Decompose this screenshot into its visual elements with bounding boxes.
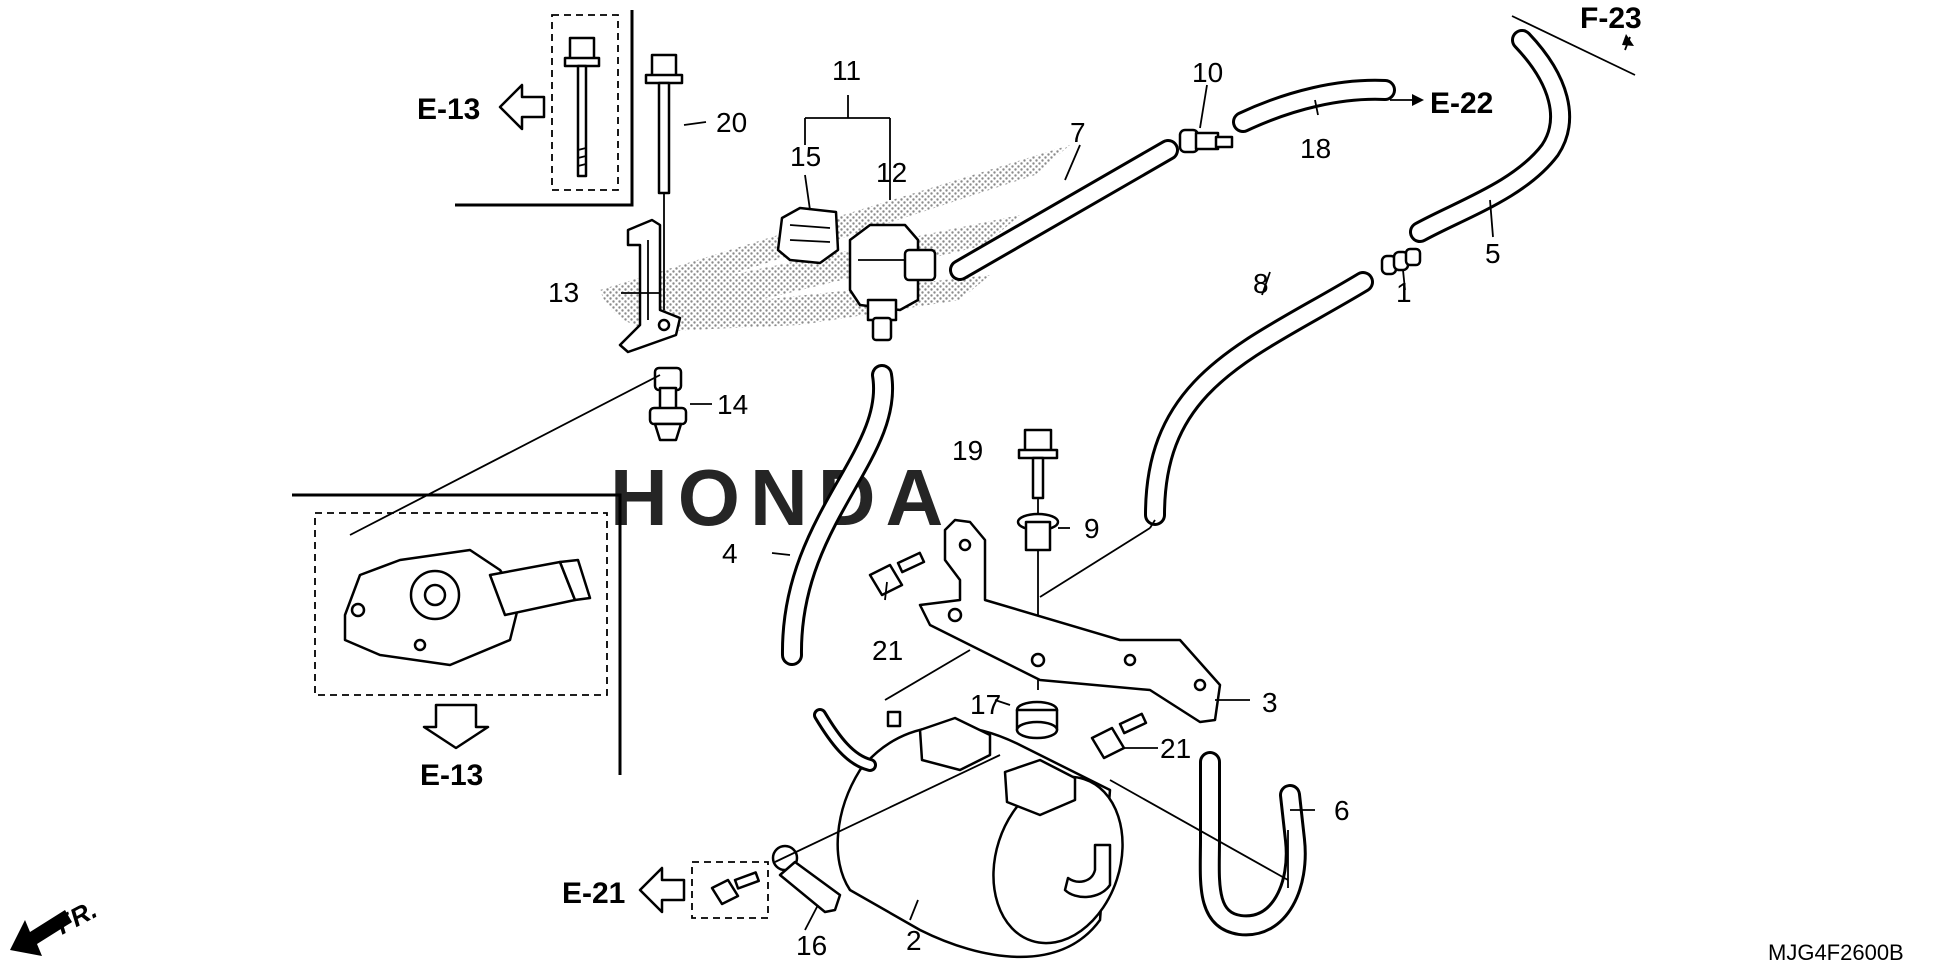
leader-lines: [621, 84, 1494, 931]
part-number-13: 13: [548, 277, 579, 308]
actuator-assembly: [343, 374, 661, 667]
part-number-1: 1: [1396, 277, 1412, 308]
valve-12[interactable]: [848, 223, 937, 342]
part-number-14: 14: [717, 389, 748, 420]
part-number-9: 9: [1084, 513, 1100, 544]
e21-arrow[interactable]: E-21: [562, 866, 686, 914]
part-number-16: 16: [796, 930, 827, 961]
hose-4[interactable]: [780, 364, 895, 666]
part-number-17: 17: [970, 689, 1001, 720]
part-number-12: 12: [876, 157, 907, 188]
front-direction-arrow: FR.: [10, 894, 102, 956]
lower-left-reference-frame: [292, 493, 622, 775]
part-number-5: 5: [1485, 238, 1501, 269]
hose-8[interactable]: [1144, 271, 1374, 526]
cap-15[interactable]: [776, 206, 840, 265]
part-number-21-right: 21: [1160, 733, 1191, 764]
grommet-17[interactable]: [1015, 700, 1059, 740]
hose-6[interactable]: [1198, 751, 1307, 937]
fitting-1[interactable]: [1380, 247, 1422, 276]
grommet-14[interactable]: [648, 366, 688, 442]
hose-18[interactable]: [1232, 78, 1396, 133]
f23-label: F-23: [1580, 2, 1642, 35]
collar-9[interactable]: [1016, 512, 1060, 552]
e21-label: E-21: [562, 877, 625, 910]
part-number-3: 3: [1262, 687, 1278, 718]
part-number-6: 6: [1334, 795, 1350, 826]
bracket-13[interactable]: [618, 218, 682, 354]
bracket-3[interactable]: [918, 518, 1222, 724]
diagram-code: MJG4F2600B: [1768, 940, 1904, 965]
e21-bolt-box: [691, 861, 769, 919]
canister-2[interactable]: [813, 708, 1143, 960]
part-number-20: 20: [716, 107, 747, 138]
e13-lower-arrow[interactable]: E-13: [420, 703, 490, 792]
f23-arrow[interactable]: F-23: [1511, 2, 1642, 76]
part-number-2: 2: [906, 925, 922, 956]
part-number-7: 7: [1070, 117, 1086, 148]
bolt-20[interactable]: [644, 53, 684, 310]
watermark-text: HONDA: [610, 453, 953, 542]
part-number-11: 11: [832, 55, 861, 86]
hose-7[interactable]: [949, 139, 1179, 281]
part-number-4: 4: [722, 538, 738, 569]
e13-lower-label: E-13: [420, 759, 483, 792]
e13-upper-label: E-13: [417, 93, 480, 126]
e22-label: E-22: [1430, 87, 1493, 120]
part-number-21-left: 21: [872, 635, 903, 666]
part-number-10: 10: [1192, 57, 1223, 88]
fr-label: FR.: [51, 894, 102, 940]
hose-5[interactable]: [1409, 29, 1572, 243]
e13-upper-arrow[interactable]: E-13: [417, 83, 546, 131]
e22-arrow[interactable]: E-22: [1390, 87, 1493, 120]
upper-left-reference-frame: [455, 10, 634, 207]
fitting-10[interactable]: [1178, 128, 1234, 154]
part-number-8: 8: [1253, 268, 1269, 299]
part-number-15: 15: [790, 141, 821, 172]
part-number-18: 18: [1300, 133, 1331, 164]
part-number-labels: 1 2 3 4 5 6 7 8 9 10 11 12 13 14 15 16 1…: [548, 55, 1501, 961]
honda-watermark: HONDA: [600, 145, 1070, 542]
part-number-19: 19: [952, 435, 983, 466]
clamp-16[interactable]: [771, 844, 842, 914]
bolt-21-left[interactable]: [868, 551, 926, 597]
bolt-21-right[interactable]: [1090, 712, 1148, 760]
